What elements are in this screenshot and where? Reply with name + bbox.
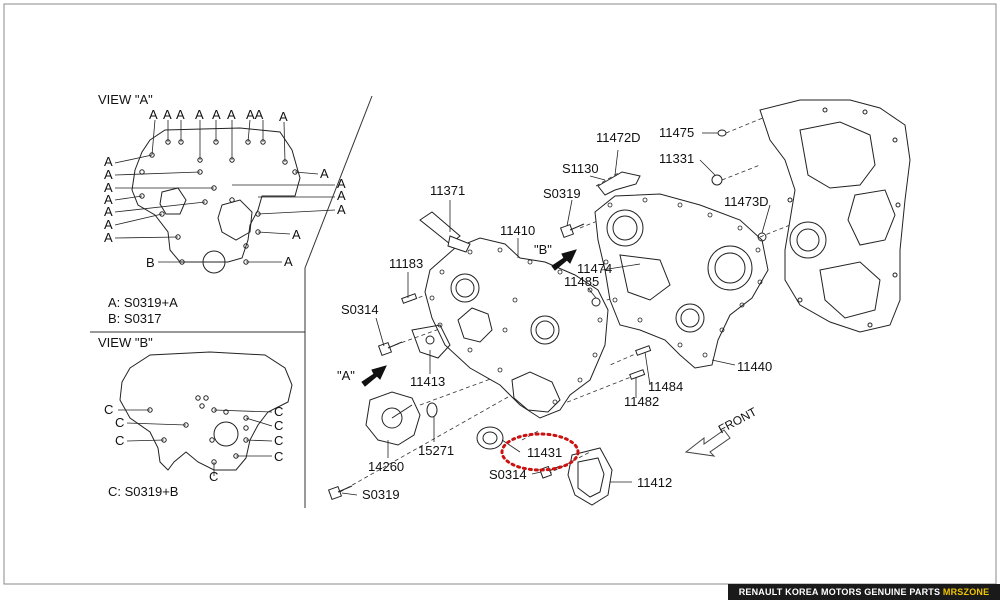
part-label-14260[interactable]: 14260 xyxy=(368,459,405,474)
bolt-s0314-top xyxy=(377,341,403,357)
view-b-left-label: C xyxy=(104,402,114,417)
part-label-s0314-top[interactable]: S0314 xyxy=(341,302,379,317)
gasket-11413 xyxy=(411,324,451,359)
footer-text: RENAULT KOREA MOTORS GENUINE PARTS xyxy=(738,587,941,597)
dowel-11484 xyxy=(635,345,652,356)
view-a-b-label: B xyxy=(146,255,155,270)
view-a-title: VIEW "A" xyxy=(98,92,153,107)
view-a-leader-lines xyxy=(114,119,336,263)
dowel-11482 xyxy=(629,369,646,380)
view-a-left-label: A xyxy=(104,154,113,169)
arrow-view-b xyxy=(551,249,577,271)
part-label-11183[interactable]: 11183 xyxy=(389,256,424,271)
highlight-11431 xyxy=(500,432,580,472)
view-a-right-label: A xyxy=(320,166,329,181)
front-cover-bolt-holes xyxy=(429,247,603,405)
part-label-11474[interactable]: 11474 xyxy=(577,261,613,276)
view-b-right-label: C xyxy=(274,404,284,419)
part-label-s0314-bottom[interactable]: S0314 xyxy=(489,467,527,482)
bolt-s0319-top xyxy=(559,223,585,239)
view-b-right-label: C xyxy=(274,433,284,448)
bracket-11472d xyxy=(597,171,641,196)
view-b-bolt-dots xyxy=(147,395,249,465)
part-label-11371[interactable]: 11371 xyxy=(430,183,466,198)
view-b-right-label: C xyxy=(274,418,284,433)
view-b-left-label: C xyxy=(115,415,125,430)
footer-brand: MRSZONE xyxy=(942,587,990,597)
view-b-bottom-label: C xyxy=(209,469,219,484)
view-a-legend-a: A: S0319+A xyxy=(108,295,178,310)
view-b-right-label: C xyxy=(274,449,284,464)
stud-11485 xyxy=(591,297,601,307)
view-b-title: VIEW "B" xyxy=(98,335,153,350)
rear-cover-bolt-holes xyxy=(603,197,763,358)
o-ring-11475 xyxy=(717,129,727,137)
view-a-left-label: A xyxy=(104,180,113,195)
front-direction-arrow xyxy=(684,429,731,457)
view-a-left-label: A xyxy=(104,230,113,245)
view-b-left-label: C xyxy=(115,433,125,448)
view-a-right-label: A xyxy=(284,254,293,269)
part-label-11482[interactable]: 11482 xyxy=(624,394,660,409)
part-label-11440[interactable]: 11440 xyxy=(737,359,773,374)
view-a-right-label: A xyxy=(292,227,301,242)
view-a-top-label: A xyxy=(176,107,185,122)
bolt-s0314-bottom xyxy=(539,465,561,479)
part-label-15271[interactable]: 15271 xyxy=(418,443,455,458)
view-a-right-label: A xyxy=(337,188,346,203)
view-b-leader-lines xyxy=(118,409,273,476)
part-label-s0319-bottom[interactable]: S0319 xyxy=(362,487,400,502)
bolt-s0319-bottom xyxy=(327,485,353,501)
rear-timing-cover xyxy=(594,193,769,369)
part-label-s1130[interactable]: S1130 xyxy=(562,161,599,176)
view-a-right-label: A xyxy=(337,202,346,217)
divider-diagonal xyxy=(304,95,373,269)
view-a-legend-b: B: S0317 xyxy=(108,311,162,326)
view-a-top-label: AA xyxy=(246,107,264,122)
part-label-11412[interactable]: 11412 xyxy=(637,475,673,490)
view-a-top-label: A xyxy=(212,107,221,122)
part-label-11473d[interactable]: 11473D xyxy=(724,194,769,209)
view-a-left-label: A xyxy=(104,204,113,219)
part-label-11413[interactable]: 11413 xyxy=(410,374,446,389)
part-label-11484[interactable]: 11484 xyxy=(648,379,684,394)
o-ring-15271 xyxy=(426,402,438,418)
arrow-a-label: "A" xyxy=(337,368,355,383)
part-label-11431[interactable]: 11431 xyxy=(527,445,563,460)
o-ring-11331 xyxy=(711,174,723,186)
part-label-11331[interactable]: 11331 xyxy=(659,151,695,166)
part-label-11485[interactable]: 11485 xyxy=(564,274,600,289)
part-label-11472d[interactable]: 11472D xyxy=(596,130,641,145)
view-a-right-label: A xyxy=(337,176,346,191)
part-label-s0319-top[interactable]: S0319 xyxy=(543,186,581,201)
part-label-11410[interactable]: 11410 xyxy=(500,223,536,238)
dipstick-tube xyxy=(419,211,471,253)
footer-banner: RENAULT KOREA MOTORS GENUINE PARTS MRSZO… xyxy=(728,584,1000,600)
view-b-cover-outline xyxy=(119,351,293,471)
view-a-bolt-dots xyxy=(139,139,298,265)
view-a-left-label: A xyxy=(104,217,113,232)
main-leader-lines xyxy=(341,132,771,496)
part-label-11475[interactable]: 11475 xyxy=(659,125,695,140)
view-a-top-label: A xyxy=(149,107,158,122)
arrow-view-a xyxy=(361,365,387,387)
view-a-cover-outline xyxy=(131,127,301,274)
view-a-top-label: A xyxy=(163,107,172,122)
view-a-left-label: A xyxy=(104,192,113,207)
arrow-b-label: "B" xyxy=(534,242,552,257)
water-pump-14260 xyxy=(365,391,421,446)
cover-11412 xyxy=(567,447,613,506)
engine-block xyxy=(759,99,911,333)
view-a-top-label: A xyxy=(279,109,288,124)
view-b-legend-c: C: S0319+B xyxy=(108,484,179,499)
oil-seal-11431 xyxy=(476,426,504,450)
view-a-top-label: A xyxy=(227,107,236,122)
dowel-pin-11183 xyxy=(401,293,418,304)
view-a-left-label: A xyxy=(104,167,113,182)
view-a-top-label: A xyxy=(195,107,204,122)
front-timing-cover xyxy=(424,237,609,419)
